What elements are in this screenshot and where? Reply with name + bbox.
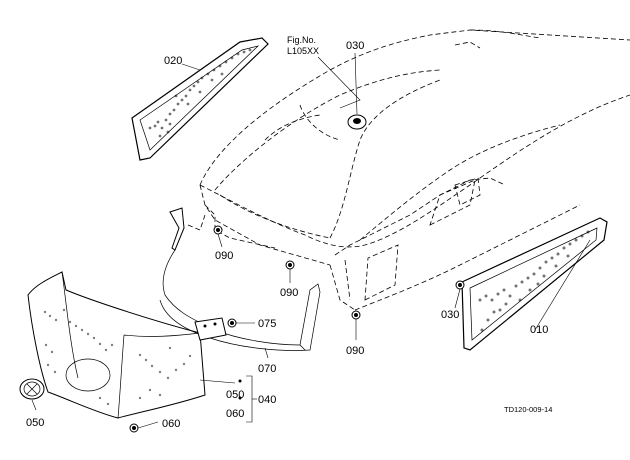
mesh-panel-010[interactable] [461,217,608,351]
callout-090-b[interactable]: 090 [280,287,298,299]
nut-075[interactable] [227,318,237,328]
headlight-opening [65,358,111,392]
leader-lines [31,52,591,429]
mesh-panel-020[interactable] [131,37,269,161]
callout-090-c[interactable]: 090 [346,345,364,357]
nut-060-bottom[interactable] [129,423,139,433]
fig-no-value: L105XX [287,46,319,56]
small-dot-050 [238,379,242,400]
hood-outline [187,29,630,311]
nut-090-c[interactable] [351,310,361,320]
callout-090-a[interactable]: 090 [215,250,233,262]
bracket-070[interactable] [159,207,321,351]
callout-040[interactable]: 040 [258,394,276,406]
callout-070[interactable]: 070 [258,363,276,375]
callout-060-group[interactable]: 060 [226,408,244,420]
callout-030-right[interactable]: 030 [441,309,459,321]
nut-090-b[interactable] [285,260,295,270]
callout-020[interactable]: 020 [164,55,182,67]
bracket-plate [194,317,227,341]
drawing-code: TD120-009-14 [504,405,552,414]
callout-050-group[interactable]: 050 [226,389,244,401]
front-grille[interactable] [27,271,206,419]
callout-060-bottom[interactable]: 060 [162,418,180,430]
callout-030-top[interactable]: 030 [346,40,364,52]
nut-090-a[interactable] [213,225,223,235]
callout-050-emblem[interactable]: 050 [26,417,44,429]
fig-no-label: Fig.No. [287,35,316,45]
callout-075[interactable]: 075 [258,318,276,330]
emblem-050[interactable] [19,378,45,400]
callout-010[interactable]: 010 [530,324,548,336]
nut-030-top[interactable] [347,114,367,130]
nut-030-right[interactable] [455,280,465,290]
